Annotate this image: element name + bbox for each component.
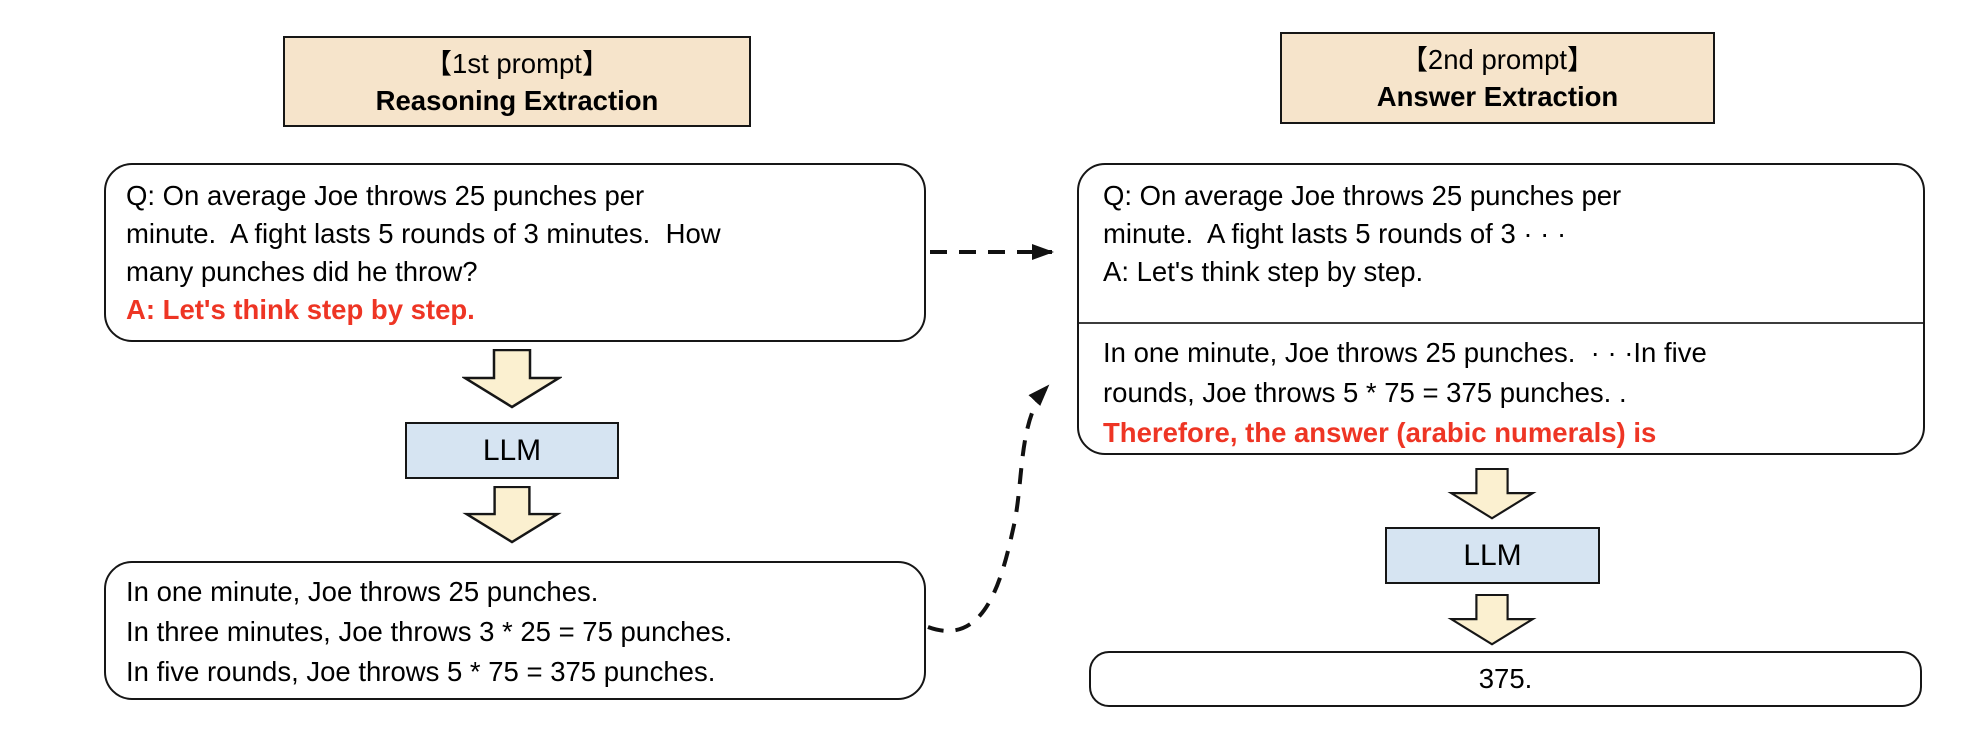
question-line: Q: On average Joe throws 25 punches per	[126, 180, 645, 211]
cot-trigger-line: A: Let's think step by step.	[126, 294, 475, 325]
second-prompt-header: 【2nd prompt】 Answer Extraction	[1280, 32, 1715, 124]
dashed-curved-arrow-reasoning-copy	[927, 384, 1050, 633]
second-prompt-header-line2: Answer Extraction	[1376, 81, 1619, 112]
question-line: minute. A fight lasts 5 rounds of 3 · · …	[1103, 218, 1567, 249]
question-line: Q: On average Joe throws 25 punches per	[1103, 180, 1622, 211]
reasoning-output-box: In one minute, Joe throws 25 punches. In…	[104, 561, 926, 700]
reasoning-line: In one minute, Joe throws 25 punches. · …	[1103, 337, 1707, 368]
down-block-arrow-icon	[462, 486, 562, 544]
question-line: many punches did he throw?	[126, 256, 478, 287]
cot-trigger-line: A: Let's think step by step.	[1103, 256, 1424, 287]
answer-trigger-line: Therefore, the answer (arabic numerals) …	[1103, 417, 1657, 448]
llm-label: LLM	[1463, 538, 1522, 572]
reasoning-prompt-box: Q: On average Joe throws 25 punches per …	[104, 163, 926, 342]
llm-box-left: LLM	[405, 422, 619, 479]
reasoning-step: In three minutes, Joe throws 3 * 25 = 75…	[126, 616, 733, 647]
first-prompt-header-line1: 【1st prompt】	[424, 47, 610, 79]
reasoning-step: In five rounds, Joe throws 5 * 75 = 375 …	[126, 656, 716, 687]
question-line: minute. A fight lasts 5 rounds of 3 minu…	[126, 218, 721, 249]
reasoning-step: In one minute, Joe throws 25 punches.	[126, 576, 599, 607]
final-answer-value: 375.	[1478, 663, 1533, 694]
final-answer-box: 375.	[1089, 651, 1922, 707]
down-block-arrow-icon	[462, 349, 562, 409]
down-block-arrow-icon	[1446, 594, 1538, 646]
reasoning-line: rounds, Joe throws 5 * 75 = 375 punches.…	[1103, 377, 1627, 408]
answer-prompt-bottom-section: In one minute, Joe throws 25 punches. · …	[1079, 322, 1923, 453]
first-prompt-header: 【1st prompt】 Reasoning Extraction	[283, 36, 751, 127]
llm-label: LLM	[482, 433, 542, 467]
second-prompt-header-line1: 【2nd prompt】	[1400, 44, 1595, 75]
down-block-arrow-icon	[1446, 468, 1538, 520]
answer-prompt-top-section: Q: On average Joe throws 25 punches per …	[1079, 165, 1923, 322]
answer-prompt-box: Q: On average Joe throws 25 punches per …	[1077, 163, 1925, 455]
llm-box-right: LLM	[1385, 527, 1600, 584]
first-prompt-header-line2: Reasoning Extraction	[375, 84, 659, 116]
